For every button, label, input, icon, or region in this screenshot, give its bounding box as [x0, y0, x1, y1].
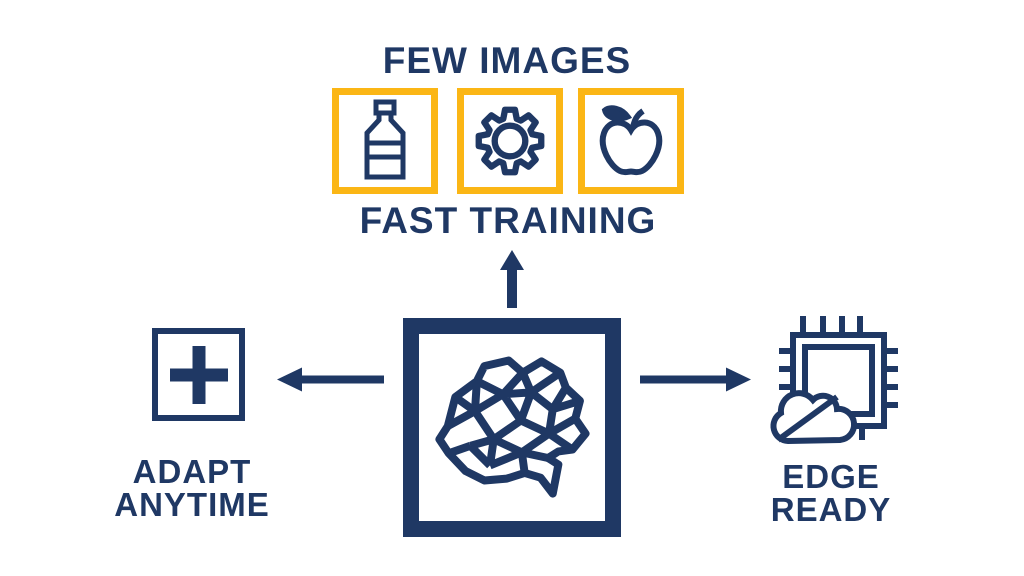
adapt-anytime-label: ADAPT ANYTIME	[92, 455, 292, 521]
adapt-anytime-label-line1: ADAPT	[132, 453, 252, 490]
example-frame-gear	[457, 88, 563, 194]
example-frame-bottle	[332, 88, 438, 194]
example-frame-apple	[578, 88, 684, 194]
polygon-brain-icon	[430, 353, 594, 503]
core-model-box	[403, 318, 621, 537]
arrow-up-icon	[499, 250, 525, 308]
edge-ready-label-line1: EDGE	[782, 458, 880, 495]
few-images-title: FEW IMAGES	[382, 40, 632, 81]
apple-icon	[593, 100, 669, 182]
chip-cloud-offline-icon	[766, 312, 900, 446]
plus-icon	[169, 345, 228, 404]
edge-ready-label-line2: READY	[770, 491, 892, 528]
fast-training-subtitle: FAST TRAINING	[359, 200, 657, 241]
adapt-anytime-label-line2: ANYTIME	[114, 486, 270, 523]
edge-ready-label: EDGE READY	[731, 460, 931, 526]
adapt-anytime-box	[152, 328, 245, 421]
bottle-icon	[353, 99, 417, 183]
arrow-left-icon	[277, 367, 384, 392]
arrow-right-icon	[640, 367, 751, 392]
gear-icon	[472, 103, 548, 179]
